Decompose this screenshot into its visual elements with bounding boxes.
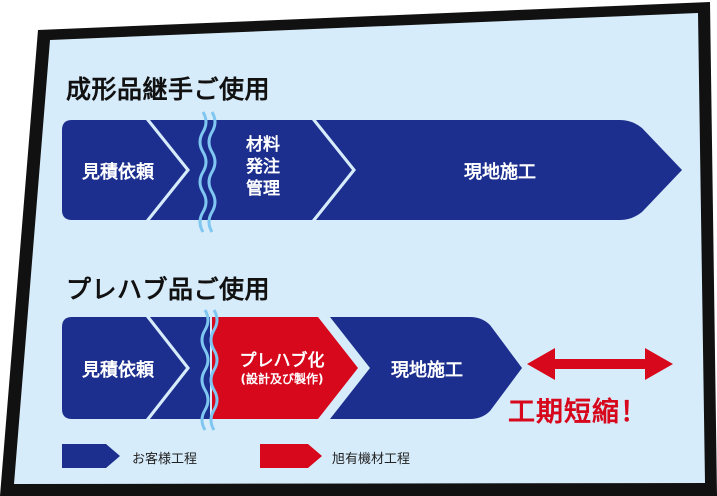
legend-asahi-swatch	[260, 444, 322, 468]
row2-step1-label: 見積依頼	[82, 360, 154, 381]
row1-step2-label: 材料 発注 管理	[228, 134, 298, 200]
row1-break-waves	[198, 111, 217, 233]
legend-customer-swatch	[62, 444, 120, 468]
row2-step3-label: 現地施工	[391, 360, 463, 381]
row1-step2a-chevron	[150, 120, 208, 220]
row1-step2b-chevron	[208, 120, 352, 220]
row1-step2-line: 材料	[246, 135, 280, 155]
row2-step3-chevron	[330, 317, 522, 419]
row2-prefab-label: プレハブ化	[239, 351, 325, 371]
shorten-text: 工期短縮！	[508, 397, 648, 428]
section1-title: 成形品継手ご使用	[66, 75, 271, 104]
row2-step1-chevron	[62, 317, 186, 419]
row1-step3-label: 現地施工	[464, 162, 536, 183]
row2-step2a-chevron	[150, 317, 210, 419]
legend-asahi-label: 旭有機材工程	[332, 452, 411, 467]
section2-title: プレハブ品ご使用	[66, 275, 271, 304]
legend-customer-label: お客様工程	[132, 452, 198, 467]
row2-prefab-sublabel: (設計及び製作)	[240, 372, 324, 386]
row1-step1-label: 見積依頼	[82, 162, 154, 183]
row2-prefab-chevron	[212, 317, 358, 419]
row1-step3-chevron	[316, 120, 682, 220]
shorten-arrow	[527, 348, 673, 380]
row1-step2-line: 管理	[246, 179, 280, 199]
row2-break-waves	[200, 309, 219, 431]
row1-step2-line: 発注	[246, 157, 280, 177]
row1-step1-chevron	[62, 120, 186, 220]
